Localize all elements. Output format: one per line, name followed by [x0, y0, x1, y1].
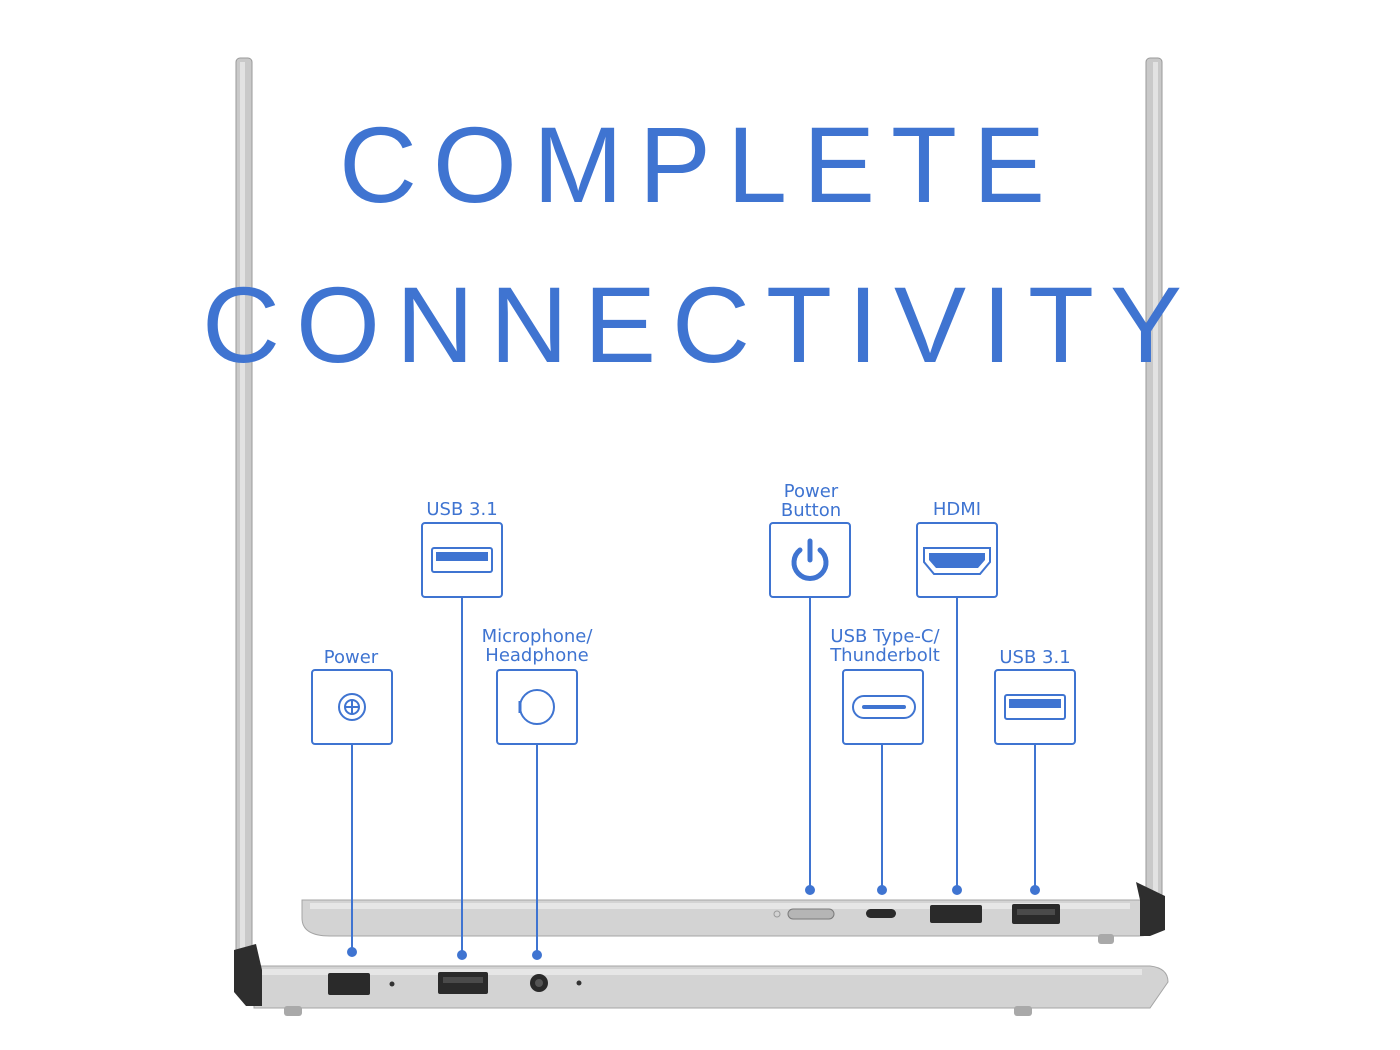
port-label-usb-left: USB 3.1: [426, 499, 498, 520]
port-label-usbc: USB Type-C/ Thunderbolt: [830, 626, 940, 666]
port-label-power: Power: [323, 647, 379, 668]
port-box-usbc: [842, 669, 924, 745]
port-box-usb-right: [994, 669, 1076, 745]
hdmi-port-icon: [923, 547, 991, 575]
port-box-hdmi: [916, 522, 998, 598]
port-label-audio: Microphone/ Headphone: [481, 626, 593, 666]
physical-power-button: [787, 908, 835, 920]
usb-a-port-icon: [1004, 694, 1066, 720]
physical-power-jack: [328, 973, 370, 995]
dc-power-jack-icon: [338, 693, 366, 721]
port-box-power: [311, 669, 393, 745]
port-label-hdmi: HDMI: [932, 499, 982, 520]
port-label-power-button: Power Button: [780, 481, 842, 521]
headline-line-1: COMPLETE: [338, 104, 1062, 225]
usb-c-port-icon: [852, 695, 916, 719]
headline-line-2: CONNECTIVITY: [201, 264, 1199, 385]
usb-a-port-icon: [431, 547, 493, 573]
audio-jack-icon: [518, 689, 555, 725]
port-label-usb-right: USB 3.1: [999, 647, 1071, 668]
left-hinge: [234, 944, 262, 1006]
power-button-icon: [791, 538, 829, 581]
port-box-audio: [496, 669, 578, 745]
port-box-power-button: [769, 522, 851, 598]
right-hinge: [1136, 882, 1165, 936]
physical-hdmi-port: [930, 905, 982, 923]
physical-usb-c-port: [866, 909, 896, 918]
port-box-usb-left: [421, 522, 503, 598]
